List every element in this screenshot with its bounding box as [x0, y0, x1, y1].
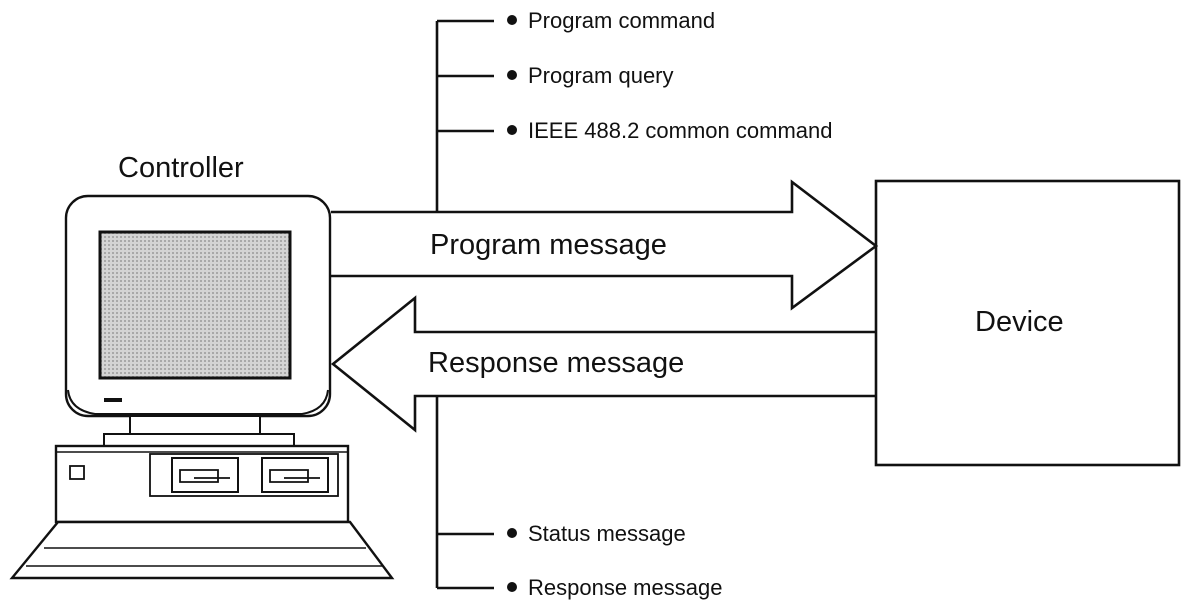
bullet-icon: [507, 15, 517, 25]
device-box: [874, 179, 1181, 467]
response-message-bracket: [435, 396, 494, 590]
bullet-icon: [507, 528, 517, 538]
program-item-program-query: Program query: [528, 63, 674, 88]
response-item-status-message: Status message: [528, 521, 686, 546]
monitor-badge: [104, 398, 122, 402]
floppy-drive-2: [261, 457, 329, 493]
program-item-common-command: IEEE 488.2 common command: [528, 118, 833, 143]
controller-computer-icon: [9, 194, 395, 580]
monitor-lip: [67, 389, 329, 415]
response-message-arrow: [330, 295, 876, 433]
monitor-base: [103, 433, 295, 447]
bullet-icon: [507, 582, 517, 592]
floppy-slot-1: [179, 469, 230, 483]
monitor-screen: [98, 230, 292, 380]
bullet-icon: [507, 70, 517, 80]
controller-label: Controller: [118, 152, 244, 184]
program-message-bracket: [435, 19, 494, 212]
bullet-icon: [507, 125, 517, 135]
program-item-program-command: Program command: [528, 8, 716, 33]
program-message-label: Program message: [430, 229, 667, 261]
power-button: [69, 465, 85, 480]
program-message-arrow: [331, 179, 879, 311]
response-message-arrow-label: Response message: [428, 347, 685, 379]
keyboard: [9, 520, 395, 580]
response-item-response-message: Response message: [528, 575, 723, 600]
monitor-neck: [129, 415, 261, 435]
floppy-drive-1: [171, 457, 239, 493]
floppy-slot-2: [269, 469, 320, 483]
device-label: Device: [975, 306, 1064, 338]
